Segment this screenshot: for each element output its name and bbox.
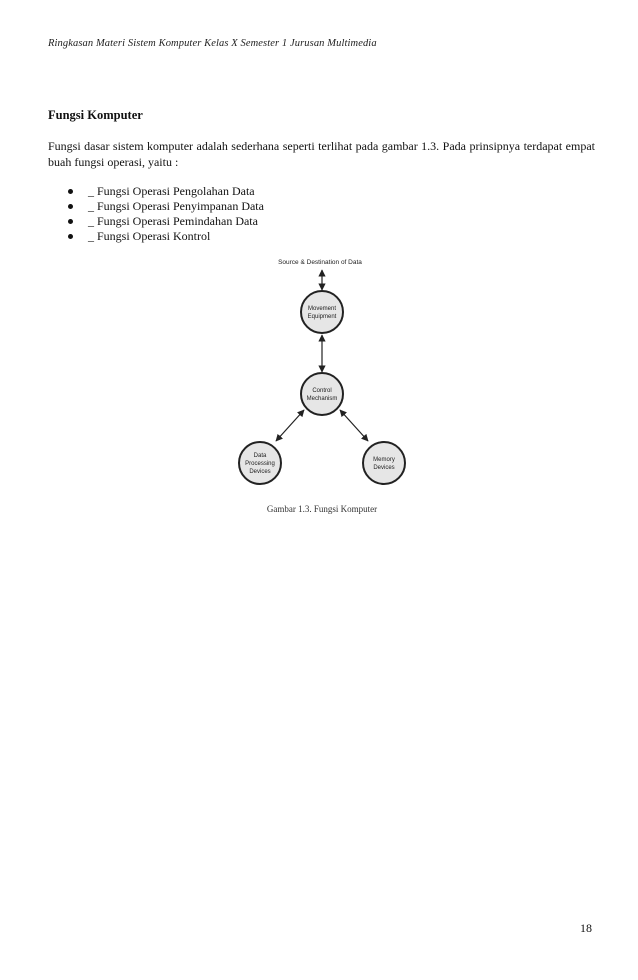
bullet-icon [68,219,73,224]
list-item: _ Fungsi Operasi Pemindahan Data [48,214,264,229]
node-label: Equipment [308,314,337,320]
node-label: Processing [245,461,275,467]
list-item-text: _ Fungsi Operasi Kontrol [88,229,211,243]
arrow-control-dataprocessing [275,409,305,442]
bullet-icon [68,189,73,194]
node-label: Devices [249,469,270,475]
arrow-control-memory [339,409,369,442]
bullet-icon [68,234,73,239]
node-control-mechanism: Control Mechanism [300,372,344,416]
running-header: Ringkasan Materi Sistem Komputer Kelas X… [48,38,377,49]
node-memory-devices: Memory Devices [362,441,406,485]
list-item-text: _ Fungsi Operasi Penyimpanan Data [88,199,264,213]
node-label: Movement [308,306,336,312]
list-item: _ Fungsi Operasi Pengolahan Data [48,184,264,199]
list-item: _ Fungsi Operasi Kontrol [48,229,264,244]
page-number: 18 [580,921,592,935]
list-item-text: _ Fungsi Operasi Pengolahan Data [88,184,255,198]
node-movement-equipment: Movement Equipment [300,290,344,334]
node-label: Data [254,453,267,459]
figure-top-label: Source & Destination of Data [278,259,362,266]
section-title: Fungsi Komputer [48,108,143,122]
node-label: Devices [373,465,394,471]
node-label: Memory [373,457,395,463]
function-list: _ Fungsi Operasi Pengolahan Data _ Fungs… [48,184,264,244]
node-label: Mechanism [307,396,338,402]
list-item-text: _ Fungsi Operasi Pemindahan Data [88,214,258,228]
intro-paragraph: Fungsi dasar sistem komputer adalah sede… [48,139,595,169]
list-item: _ Fungsi Operasi Penyimpanan Data [48,199,264,214]
node-label: Control [312,388,331,394]
figure-caption: Gambar 1.3. Fungsi Komputer [267,504,377,514]
bullet-icon [68,204,73,209]
node-data-processing-devices: Data Processing Devices [238,441,282,485]
